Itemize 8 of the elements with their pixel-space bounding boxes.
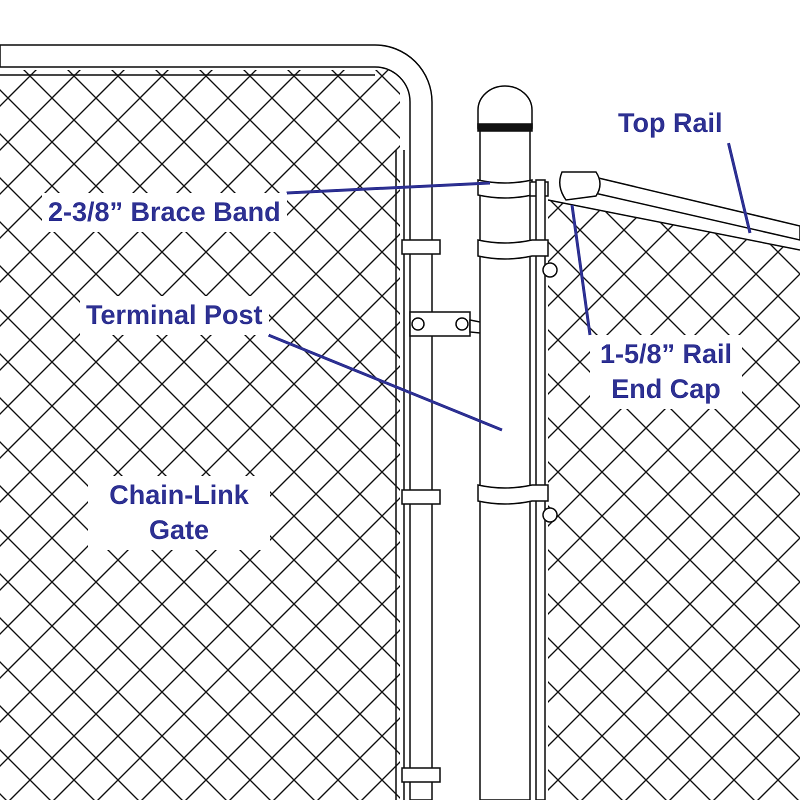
callout-label: 1-5/8” Rail End Cap: [590, 335, 742, 410]
callout-label: 2-3/8” Brace Band: [42, 193, 287, 232]
leader-line: [570, 204, 592, 336]
leader-line: [268, 334, 503, 432]
leader-line: [727, 142, 752, 234]
leader-line: [286, 182, 490, 194]
part-label: Chain-Link Gate: [88, 476, 270, 550]
callout-label: Terminal Post: [80, 296, 269, 336]
